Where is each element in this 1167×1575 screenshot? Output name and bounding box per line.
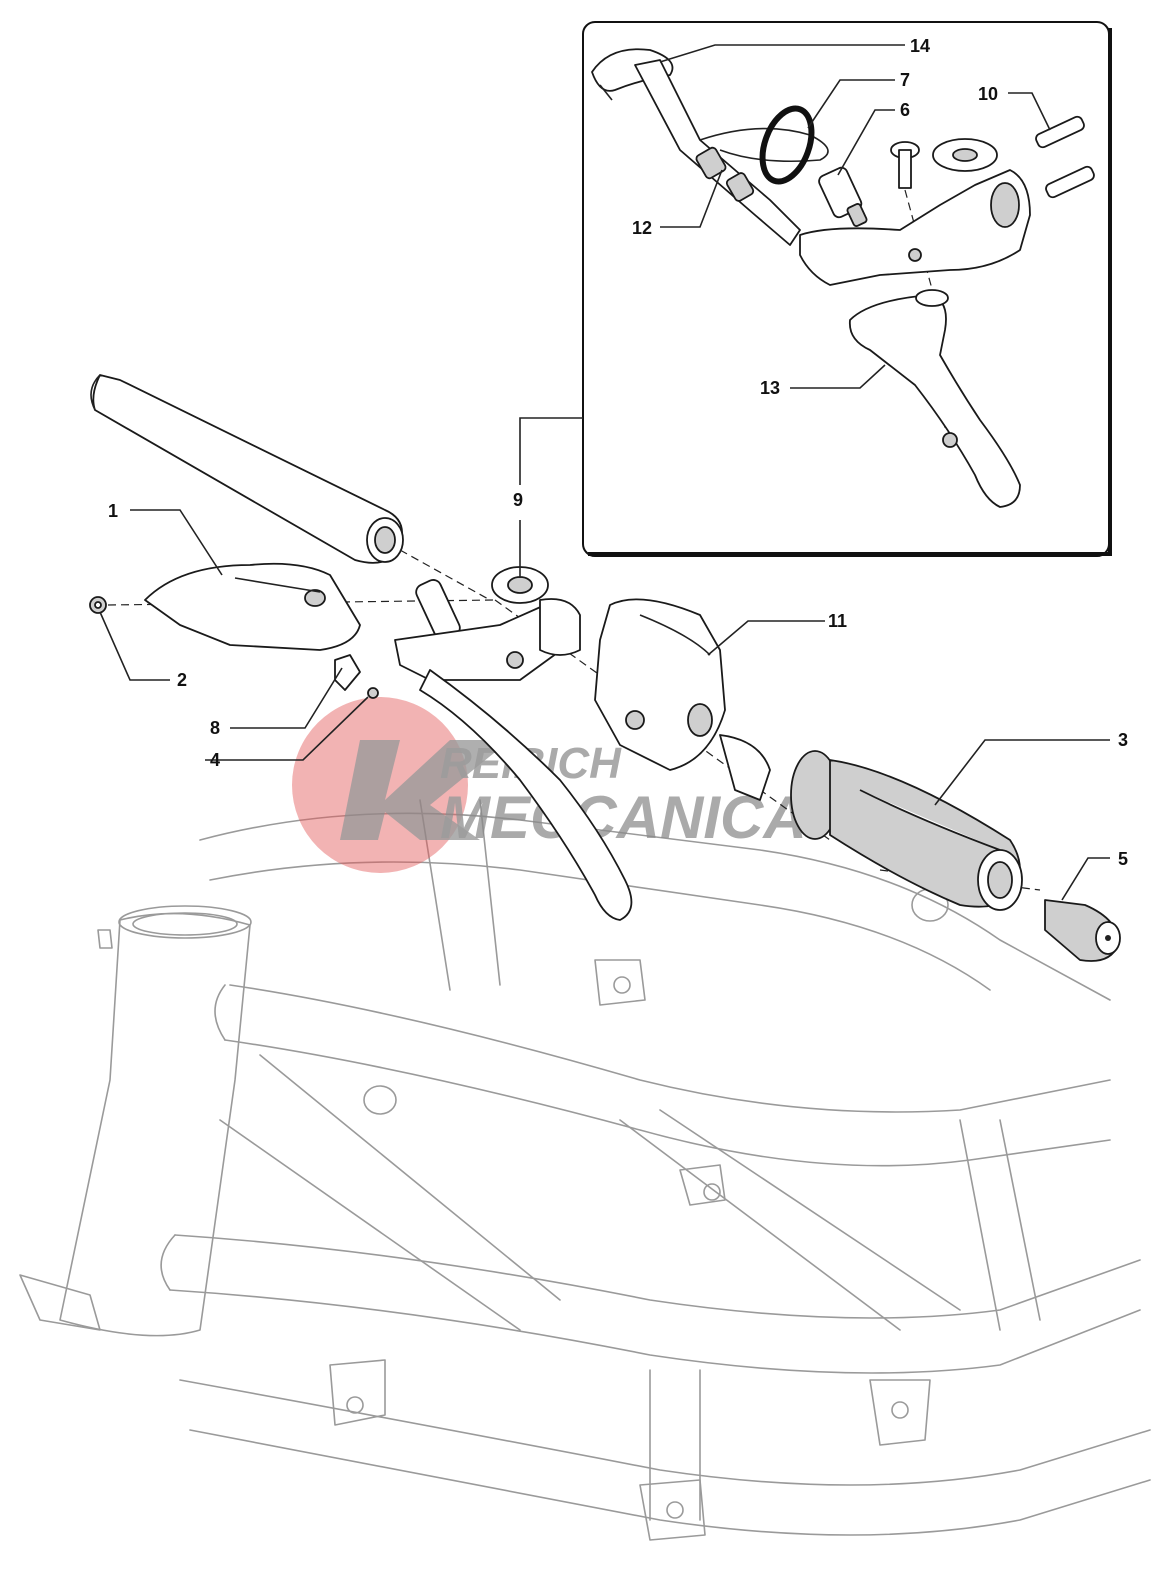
callout-14: 14 — [910, 36, 930, 56]
callout-3: 3 — [1118, 730, 1128, 750]
motorcycle-frame — [19, 799, 1151, 1541]
part-4-nut — [367, 687, 379, 699]
callout-11: 11 — [828, 611, 847, 631]
part-14-cable-tie — [591, 48, 674, 101]
part-3-grip — [790, 750, 1023, 911]
handlebar-tube — [90, 374, 404, 564]
watermark-k-logo — [340, 740, 510, 840]
callout-10: 10 — [978, 84, 998, 104]
callout-labels: 1 2 3 4 5 6 7 8 9 10 11 12 13 14 — [108, 36, 1128, 869]
callout-8: 8 — [210, 718, 220, 738]
callout-2: 2 — [177, 670, 187, 690]
part-10-bolts — [1035, 115, 1095, 199]
part-5-bar-end — [1044, 899, 1121, 962]
part-11-switch-housing — [594, 598, 771, 801]
callout-5: 5 — [1118, 849, 1128, 869]
part-6-banjo — [818, 166, 868, 227]
callout-9: 9 — [513, 490, 523, 510]
part-2-screw — [89, 596, 107, 614]
callout-1: 1 — [108, 501, 118, 521]
leader-lines — [99, 44, 1110, 901]
callout-6: 6 — [900, 100, 910, 120]
watermark: REIBICH MECCANICA — [292, 697, 807, 873]
callout-7: 7 — [900, 70, 910, 90]
callout-13: 13 — [760, 378, 780, 398]
part-7-o-ring — [759, 105, 815, 185]
callout-4: 4 — [210, 750, 220, 770]
detail-inset — [582, 21, 1112, 557]
part-13-lever — [848, 289, 1021, 508]
part-1-cover-plate — [144, 562, 361, 651]
part-master-cylinder — [799, 138, 1031, 286]
part-8-clip — [334, 654, 361, 691]
part-9-lever-assembly — [394, 566, 633, 921]
callout-12: 12 — [632, 218, 652, 238]
